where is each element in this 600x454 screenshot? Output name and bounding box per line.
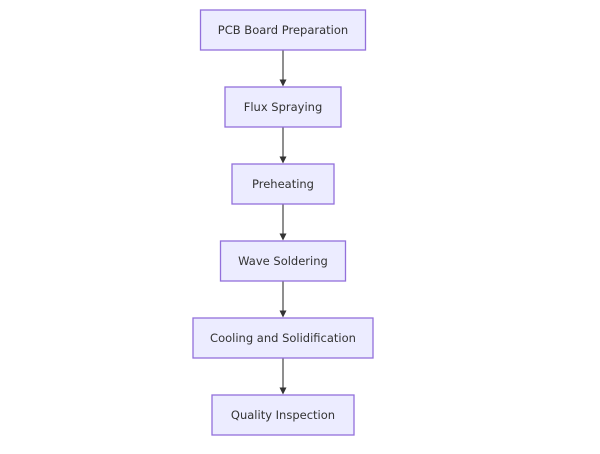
node-label: PCB Board Preparation xyxy=(218,23,348,37)
node-box xyxy=(219,240,347,282)
node-label: Preheating xyxy=(252,177,314,191)
node-label: Cooling and Solidification xyxy=(210,331,356,345)
edge-arrow xyxy=(279,281,287,318)
node-box xyxy=(199,9,367,51)
arrow-head-icon xyxy=(279,79,287,87)
node-label: Quality Inspection xyxy=(231,408,335,422)
node-label: Wave Soldering xyxy=(238,254,328,268)
node-pcb-board-preparation[interactable]: PCB Board Preparation xyxy=(199,9,367,51)
edge-arrow xyxy=(279,204,287,241)
node-quality-inspection[interactable]: Quality Inspection xyxy=(211,394,355,436)
edges-layer xyxy=(279,50,287,395)
node-box xyxy=(192,317,374,359)
edge-arrow xyxy=(279,358,287,395)
edge-arrow xyxy=(279,50,287,87)
node-wave-soldering[interactable]: Wave Soldering xyxy=(219,240,347,282)
arrow-head-icon xyxy=(279,233,287,241)
arrow-head-icon xyxy=(279,156,287,164)
node-box xyxy=(224,86,342,128)
edge-arrow xyxy=(279,127,287,164)
node-flux-spraying[interactable]: Flux Spraying xyxy=(224,86,342,128)
node-box xyxy=(231,163,335,205)
node-box xyxy=(211,394,355,436)
node-preheating[interactable]: Preheating xyxy=(231,163,335,205)
arrow-head-icon xyxy=(279,387,287,395)
node-cooling-and-solidification[interactable]: Cooling and Solidification xyxy=(192,317,374,359)
node-label: Flux Spraying xyxy=(244,100,323,114)
nodes-layer: PCB Board Preparation Flux Spraying Preh… xyxy=(192,9,374,436)
arrow-head-icon xyxy=(279,310,287,318)
